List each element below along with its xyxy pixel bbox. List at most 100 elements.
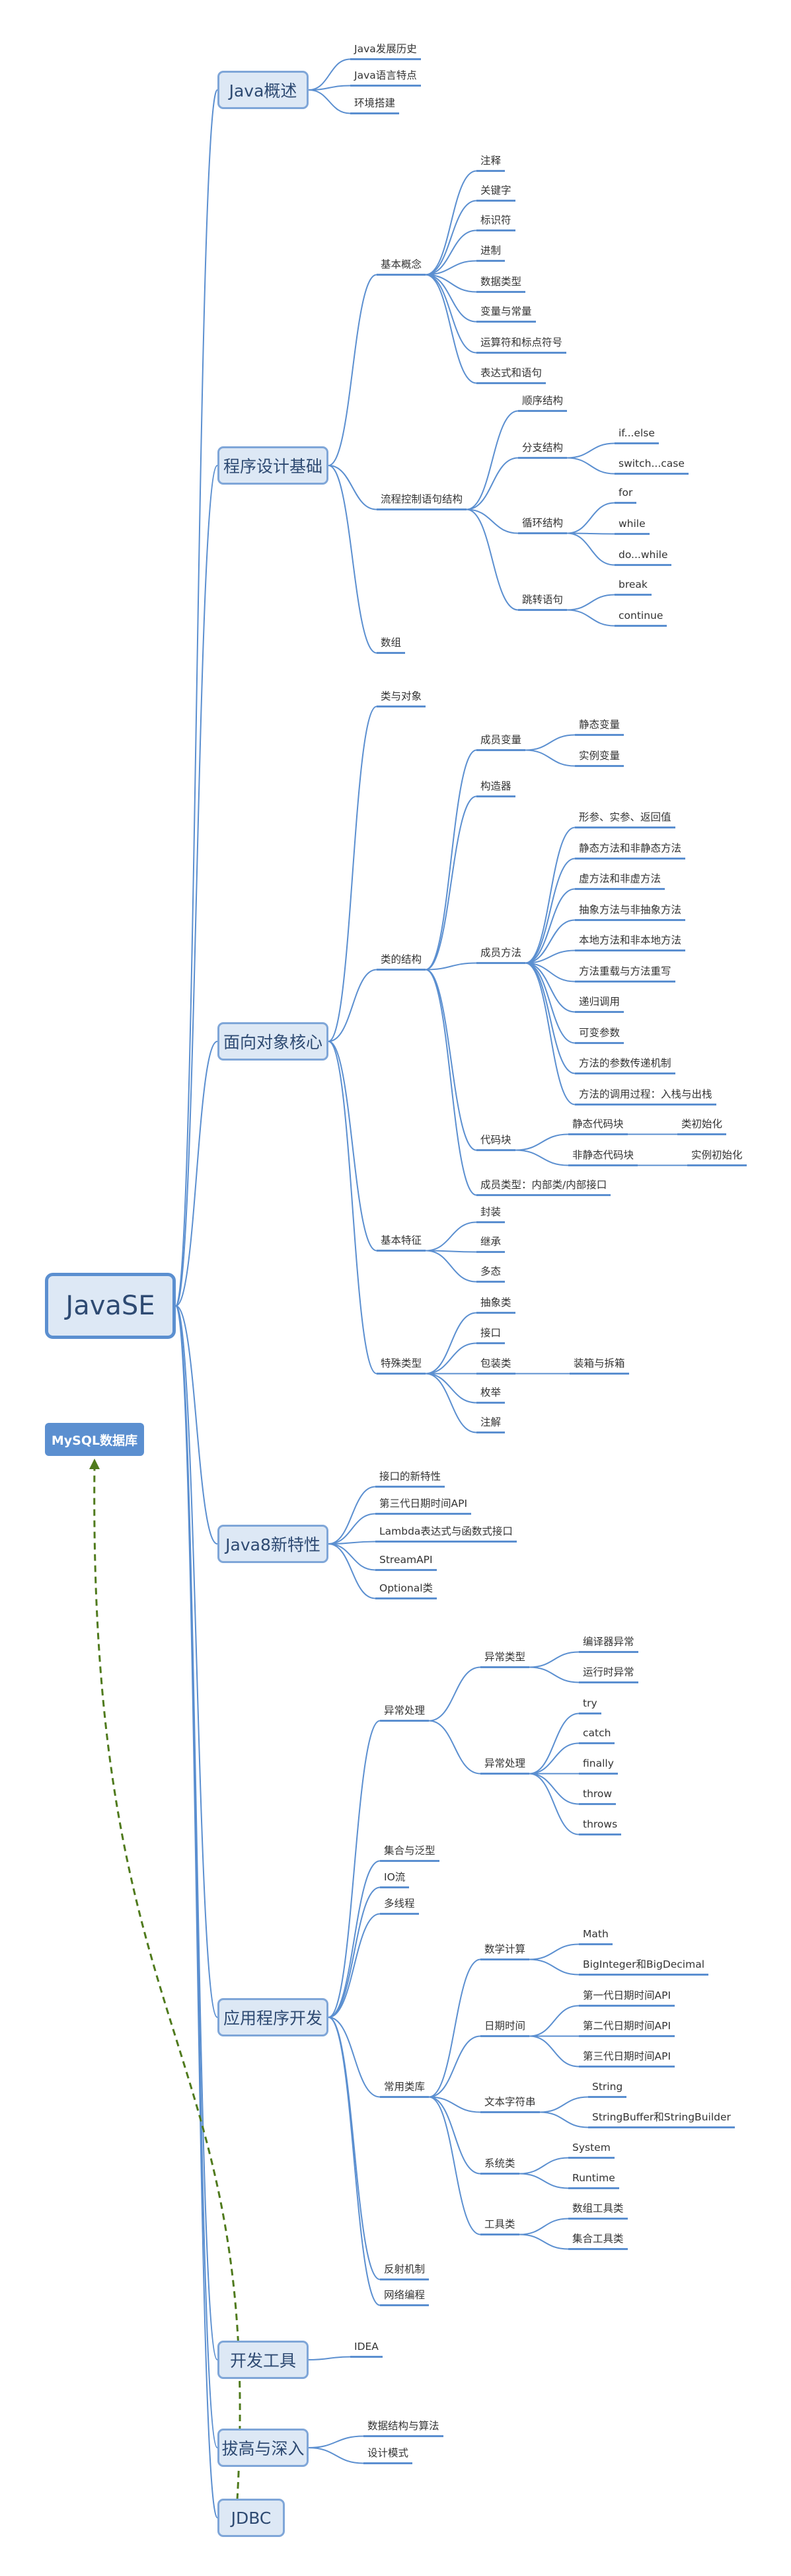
node-annotation[interactable]: 注解 (476, 1416, 506, 1433)
node-instance-vars[interactable]: 实例变量 (575, 749, 624, 767)
branch-dev-tools[interactable]: 开发工具 (217, 2341, 309, 2379)
node-throw[interactable]: throw (579, 1787, 617, 1805)
node-multithreading[interactable]: 多线程 (380, 1897, 419, 1915)
node-runtime-exception[interactable]: 运行时异常 (579, 1666, 638, 1683)
node-class-structure[interactable]: 类的结构 (377, 953, 426, 971)
node-inheritance[interactable]: 继承 (476, 1235, 506, 1253)
node-finally[interactable]: finally (579, 1757, 618, 1775)
branch-jdbc[interactable]: JDBC (217, 2499, 285, 2537)
node-arrays-util[interactable]: 数组工具类 (568, 2202, 628, 2220)
node-bignumber[interactable]: BigInteger和BigDecimal (579, 1958, 709, 1976)
node-do-while[interactable]: do...while (615, 548, 672, 566)
node-for[interactable]: for (615, 486, 637, 504)
node-reflection[interactable]: 反射机制 (380, 2263, 430, 2280)
node-basic-concepts[interactable]: 基本概念 (377, 258, 426, 276)
node-instance-init[interactable]: 实例初始化 (687, 1148, 747, 1166)
node-static-methods[interactable]: 静态方法和非静态方法 (575, 842, 686, 860)
node-enum[interactable]: 枚举 (476, 1386, 506, 1404)
node-flow-control[interactable]: 流程控制语句结构 (377, 493, 467, 510)
branch-advanced[interactable]: 拔高与深入 (217, 2429, 309, 2467)
node-utility-classes[interactable]: 工具类 (480, 2218, 519, 2235)
node-varargs[interactable]: 可变参数 (575, 1026, 624, 1044)
node-stringbuffer[interactable]: StringBuffer和StringBuilder (588, 2111, 735, 2128)
node-streamapi[interactable]: StreamAPI (375, 1553, 437, 1571)
node-comments[interactable]: 注释 (476, 154, 506, 172)
node-class-object[interactable]: 类与对象 (377, 690, 426, 707)
node-static-block[interactable]: 静态代码块 (568, 1117, 628, 1135)
node-switch-case[interactable]: switch...case (615, 457, 689, 475)
node-operators[interactable]: 运算符和标点符号 (476, 336, 567, 354)
node-java-features[interactable]: Java语言特点 (350, 69, 421, 87)
node-jump[interactable]: 跳转语句 (518, 593, 568, 611)
node-date-gen2[interactable]: 第二代日期时间API (579, 2019, 675, 2037)
node-system-classes[interactable]: 系统类 (480, 2157, 519, 2175)
node-exception-processing[interactable]: 异常处理 (480, 1757, 530, 1775)
node-collections-generics[interactable]: 集合与泛型 (380, 1844, 439, 1862)
node-string[interactable]: String (588, 2080, 627, 2098)
node-design-patterns[interactable]: 设计模式 (363, 2446, 413, 2464)
node-params-return[interactable]: 形参、实参、返回值 (575, 811, 675, 828)
node-keywords[interactable]: 关键字 (476, 184, 515, 202)
node-runtime[interactable]: Runtime (568, 2171, 619, 2189)
node-break[interactable]: break (615, 578, 652, 596)
node-code-blocks[interactable]: 代码块 (476, 1133, 515, 1151)
node-data-types[interactable]: 数据类型 (476, 275, 526, 293)
node-throws[interactable]: throws (579, 1818, 622, 1835)
node-recursion[interactable]: 递归调用 (575, 995, 624, 1013)
node-member-vars[interactable]: 成员变量 (476, 733, 526, 751)
branch-programming-basics[interactable]: 程序设计基础 (217, 446, 328, 485)
node-io-streams[interactable]: IO流 (380, 1871, 410, 1888)
node-param-passing[interactable]: 方法的参数传递机制 (575, 1057, 675, 1074)
node-collections-util[interactable]: 集合工具类 (568, 2232, 628, 2250)
node-date-time[interactable]: 日期时间 (480, 2019, 530, 2037)
root-node-javase[interactable]: JavaSE (45, 1273, 176, 1339)
node-static-vars[interactable]: 静态变量 (575, 718, 624, 736)
node-interface-features[interactable]: 接口的新特性 (375, 1470, 445, 1488)
node-common-libs[interactable]: 常用类库 (380, 2080, 430, 2098)
branch-app-dev[interactable]: 应用程序开发 (217, 1998, 328, 2036)
node-native-methods[interactable]: 本地方法和非本地方法 (575, 934, 686, 951)
node-optional[interactable]: Optional类 (375, 1582, 437, 1599)
node-expressions[interactable]: 表达式和语句 (476, 366, 546, 384)
node-data-structures[interactable]: 数据结构与算法 (363, 2419, 443, 2437)
node-polymorphism[interactable]: 多态 (476, 1265, 506, 1283)
node-java-history[interactable]: Java发展历史 (350, 42, 421, 60)
node-boxing[interactable]: 装箱与拆箱 (570, 1357, 629, 1375)
node-try[interactable]: try (579, 1697, 601, 1714)
node-checked-exception[interactable]: 编译器异常 (579, 1635, 638, 1653)
node-identifiers[interactable]: 标识符 (476, 214, 515, 231)
node-env-setup[interactable]: 环境搭建 (350, 97, 400, 114)
node-abstract-methods[interactable]: 抽象方法与非抽象方法 (575, 903, 686, 921)
node-number-systems[interactable]: 进制 (476, 244, 506, 262)
node-date-gen1[interactable]: 第一代日期时间API (579, 1989, 675, 2007)
node-lambda[interactable]: Lambda表达式与函数式接口 (375, 1525, 517, 1543)
node-catch[interactable]: catch (579, 1726, 615, 1744)
node-virtual-methods[interactable]: 虚方法和非虚方法 (575, 872, 665, 890)
mysql-node[interactable]: MySQL数据库 (45, 1423, 144, 1456)
node-basic-features[interactable]: 基本特征 (377, 1234, 426, 1252)
node-if-else[interactable]: if...else (615, 426, 659, 444)
node-special-types[interactable]: 特殊类型 (377, 1357, 426, 1375)
node-sequence[interactable]: 顺序结构 (518, 394, 568, 412)
node-date-gen3[interactable]: 第三代日期时间API (579, 2050, 675, 2068)
node-math[interactable]: Math (579, 1927, 613, 1945)
branch-oop-core[interactable]: 面向对象核心 (217, 1022, 328, 1061)
node-instance-block[interactable]: 非静态代码块 (568, 1148, 638, 1166)
branch-java-overview[interactable]: Java概述 (217, 71, 309, 109)
node-continue[interactable]: continue (615, 609, 667, 627)
node-call-stack[interactable]: 方法的调用过程：入栈与出栈 (575, 1088, 716, 1106)
node-member-types[interactable]: 成员类型：内部类/内部接口 (476, 1178, 611, 1196)
node-exception-types[interactable]: 异常类型 (480, 1650, 530, 1668)
node-member-methods[interactable]: 成员方法 (476, 946, 526, 964)
node-interface[interactable]: 接口 (476, 1326, 506, 1344)
node-networking[interactable]: 网络编程 (380, 2288, 430, 2306)
node-system[interactable]: System (568, 2141, 615, 2159)
node-encapsulation[interactable]: 封装 (476, 1205, 506, 1223)
node-wrapper-class[interactable]: 包装类 (476, 1357, 515, 1375)
node-variables-constants[interactable]: 变量与常量 (476, 305, 536, 323)
node-constructor[interactable]: 构造器 (476, 780, 515, 797)
node-loop-struct[interactable]: 循环结构 (518, 516, 568, 534)
node-math-calc[interactable]: 数学计算 (480, 1943, 530, 1960)
node-idea[interactable]: IDEA (350, 2340, 383, 2358)
branch-java8[interactable]: Java8新特性 (217, 1525, 328, 1563)
